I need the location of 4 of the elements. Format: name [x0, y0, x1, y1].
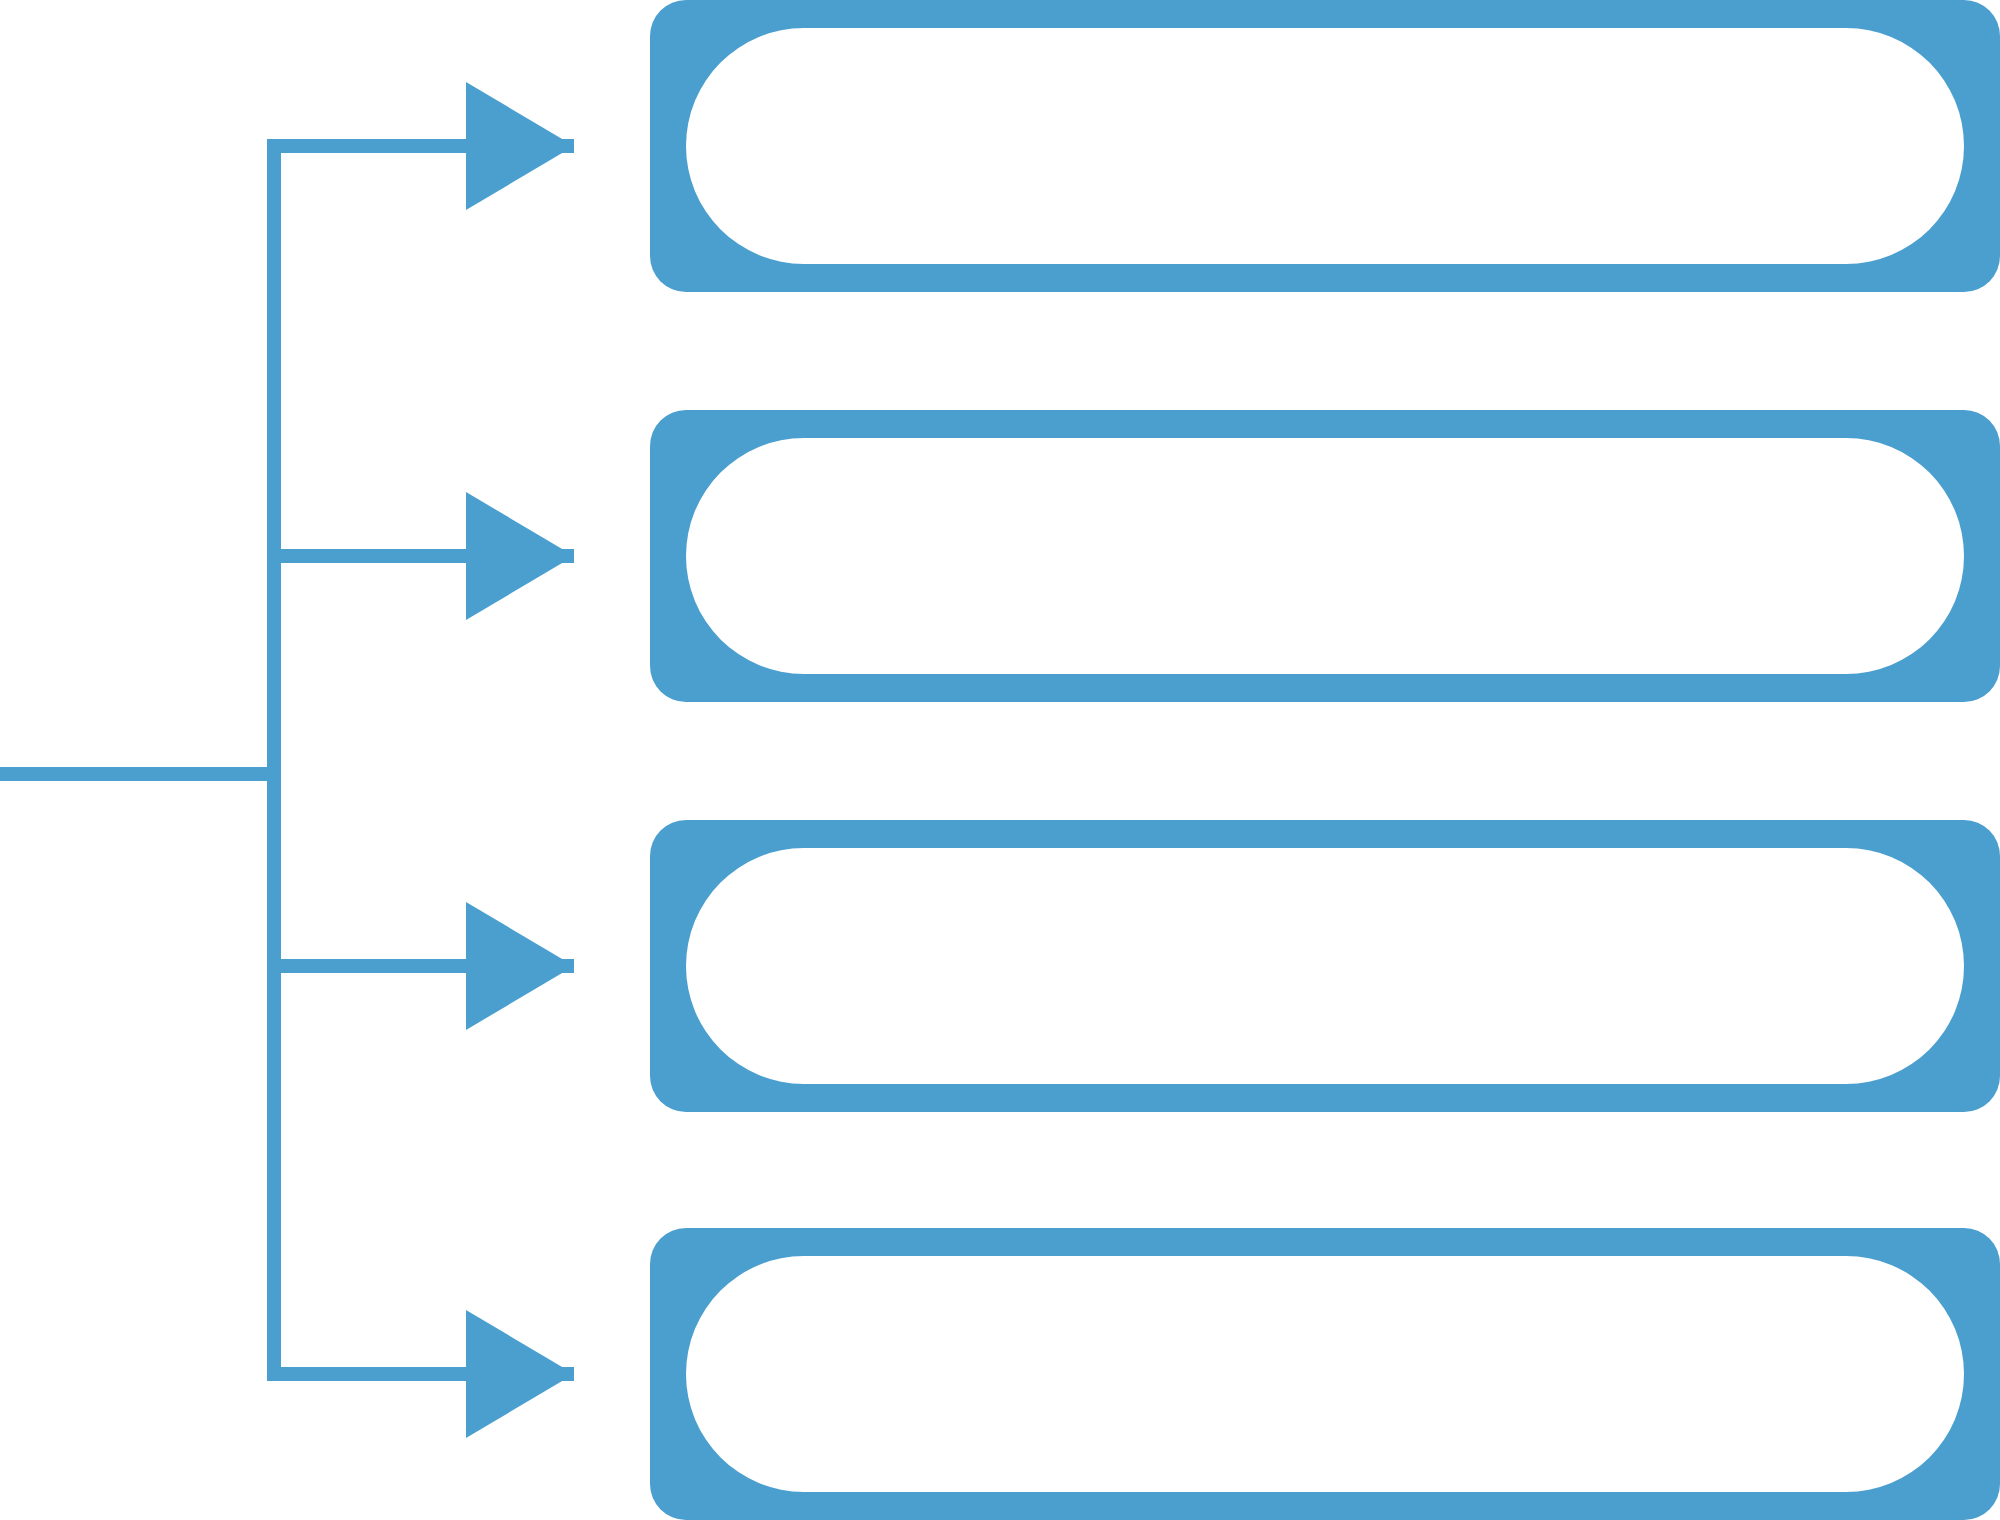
rounded-box: [650, 820, 2000, 1112]
rounded-box: [650, 1228, 2000, 1520]
rounded-box: [650, 410, 2000, 702]
rounded-box: [650, 0, 2000, 292]
